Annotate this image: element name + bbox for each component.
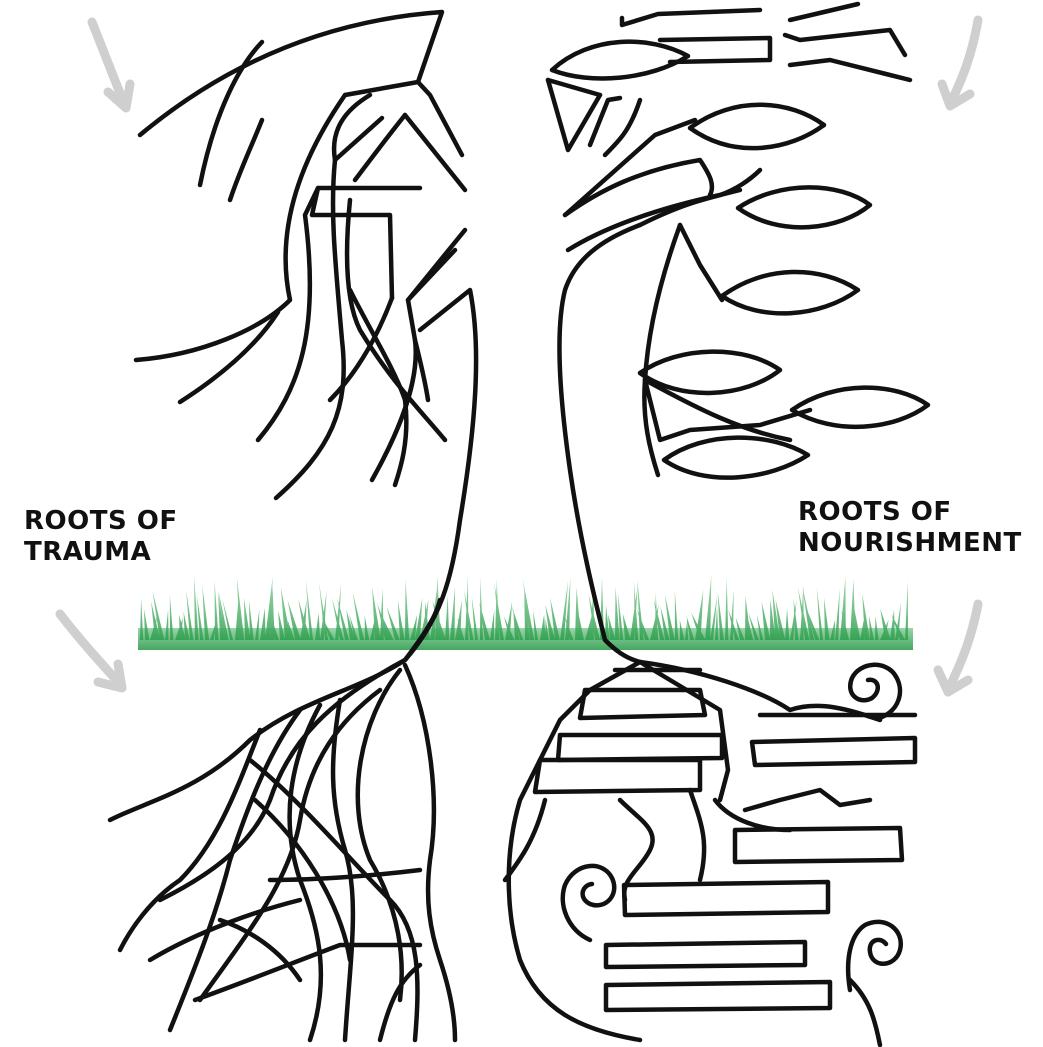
spiral-icon <box>563 866 614 940</box>
arrow-icon <box>942 20 978 106</box>
label-line: NOURISHMENT <box>798 528 1022 559</box>
spiral-icon <box>850 665 900 718</box>
arrow-icon <box>938 604 978 692</box>
grass-icon <box>138 575 913 650</box>
trauma-roots <box>110 660 455 1040</box>
arrow-icon <box>92 22 130 108</box>
nourishment-roots <box>505 662 915 1045</box>
label-roots-of-trauma: ROOTS OF TRAUMA <box>24 506 178 568</box>
spiral-icon <box>848 922 901 990</box>
label-line: TRAUMA <box>24 537 178 568</box>
label-roots-of-nourishment: ROOTS OF NOURISHMENT <box>798 497 1022 559</box>
label-line: ROOTS OF <box>24 506 178 537</box>
leaf-icon <box>552 42 928 478</box>
arrow-icon <box>60 614 122 688</box>
trauma-tree-branches <box>136 12 476 660</box>
label-line: ROOTS OF <box>798 497 1022 528</box>
